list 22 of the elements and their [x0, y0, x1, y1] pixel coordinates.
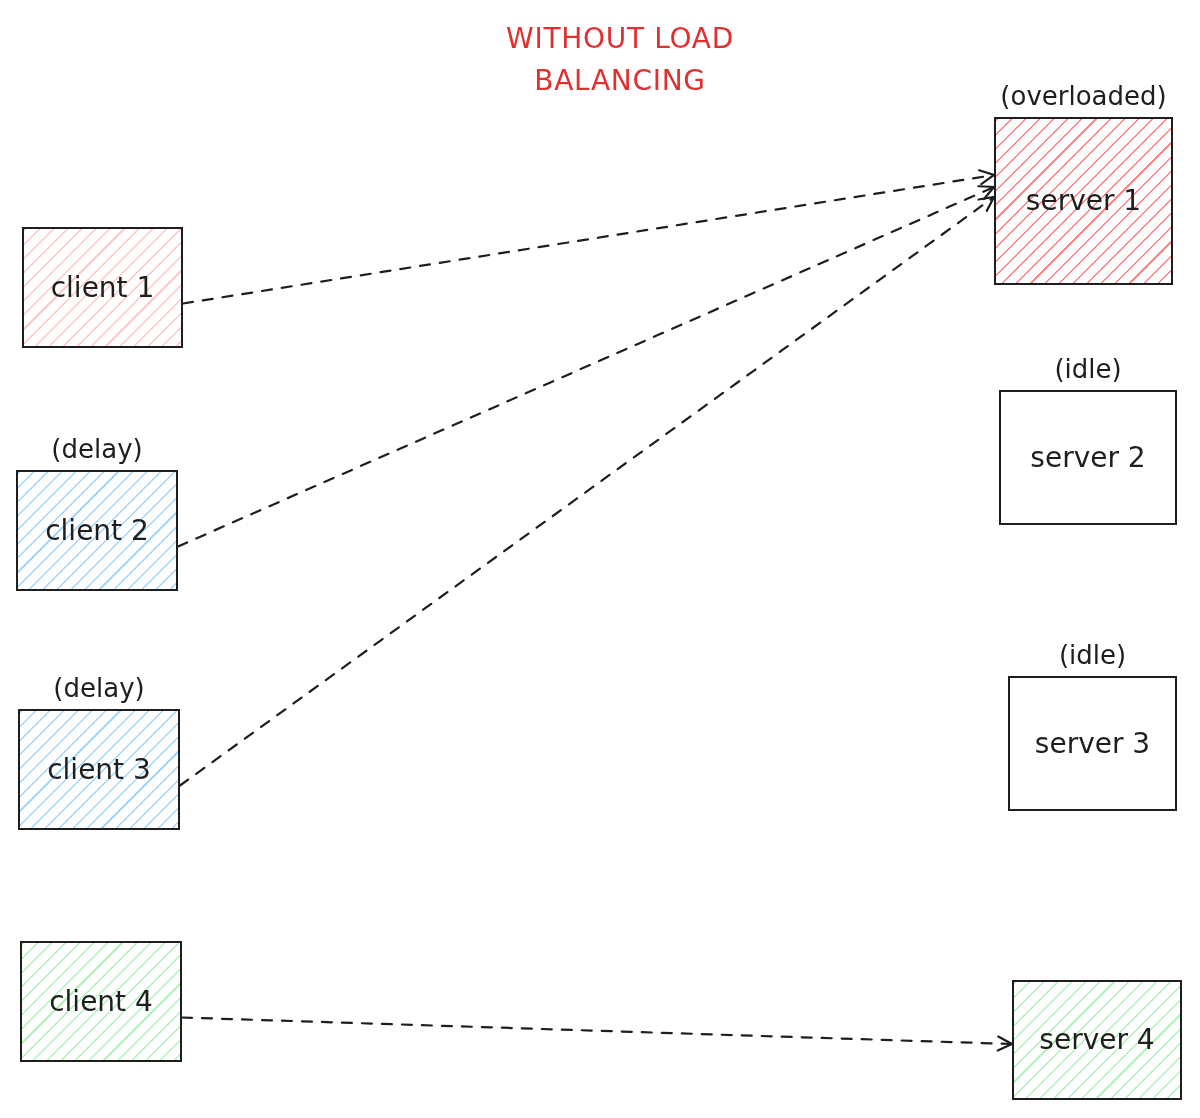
node-label: server 2 — [1030, 439, 1146, 476]
status-note: (idle) — [1053, 353, 1123, 386]
client-box — [22, 227, 183, 348]
client-box — [18, 709, 180, 830]
node-label: server 1 — [1025, 183, 1142, 219]
server-box — [999, 390, 1177, 525]
client-box — [20, 941, 182, 1062]
node-label: client 4 — [49, 983, 153, 1020]
diagram-title: WITHOUT LOAD BALANCING — [505, 21, 735, 99]
status-note: (delay) — [50, 433, 144, 466]
node-label: client 2 — [45, 512, 149, 549]
node-label: server 4 — [1039, 1022, 1155, 1058]
node-label: client 1 — [50, 269, 155, 306]
client-box — [16, 470, 178, 591]
status-note: (delay) — [52, 672, 146, 705]
node-label: server 3 — [1034, 725, 1151, 762]
server-box — [994, 117, 1173, 285]
status-note: (idle) — [1057, 639, 1128, 672]
node-label: client 3 — [47, 751, 151, 788]
server-box — [1012, 980, 1182, 1100]
status-note: (overloaded) — [999, 80, 1168, 113]
server-box — [1008, 676, 1177, 811]
